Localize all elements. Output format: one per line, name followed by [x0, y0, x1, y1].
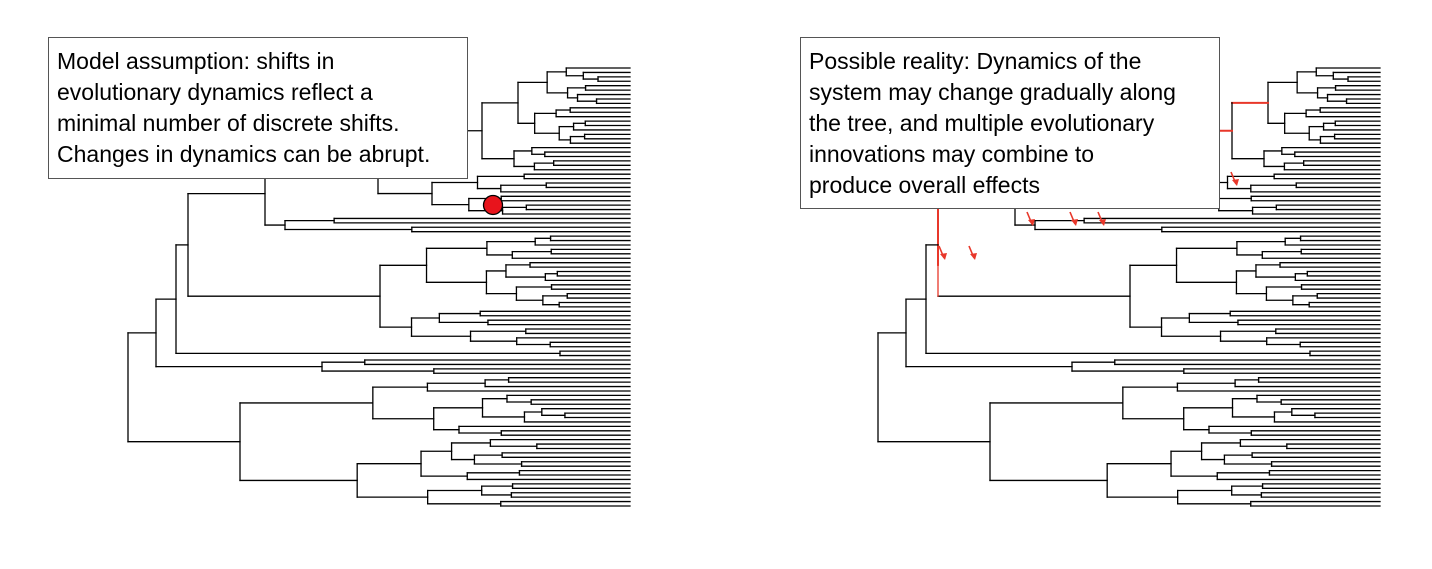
callout-line: innovations may combine to [809, 141, 1095, 167]
callout-line: produce overall effects [809, 172, 1040, 198]
callout-line: Changes in dynamics can be abrupt. [57, 141, 431, 167]
shift-marker-dot [482, 194, 504, 216]
phylogenetic-tree-left [127, 67, 631, 507]
callout-line: the tree, and multiple evolutionary [809, 110, 1155, 136]
callout-line: Model assumption: shifts in [57, 48, 335, 74]
phylogenetic-tree-right [877, 67, 1381, 507]
model-assumption-callout: Model assumption: shifts in evolutionary… [48, 37, 468, 179]
callout-line: minimal number of discrete shifts. [57, 110, 400, 136]
change-arrow-icon [938, 245, 947, 260]
callout-line: Possible reality: Dynamics of the [809, 48, 1142, 74]
change-arrow-icon [1069, 211, 1078, 226]
callout-line: evolutionary dynamics reflect a [57, 79, 373, 105]
possible-reality-callout: Possible reality: Dynamics of the system… [800, 37, 1220, 209]
callout-line: system may change gradually along [809, 79, 1176, 105]
shift-overlay-left [482, 194, 504, 216]
change-arrow-icon [968, 245, 977, 260]
change-arrow-icon [1097, 211, 1106, 226]
change-arrow-icon [1026, 211, 1035, 226]
change-arrow-icon [1230, 171, 1239, 186]
